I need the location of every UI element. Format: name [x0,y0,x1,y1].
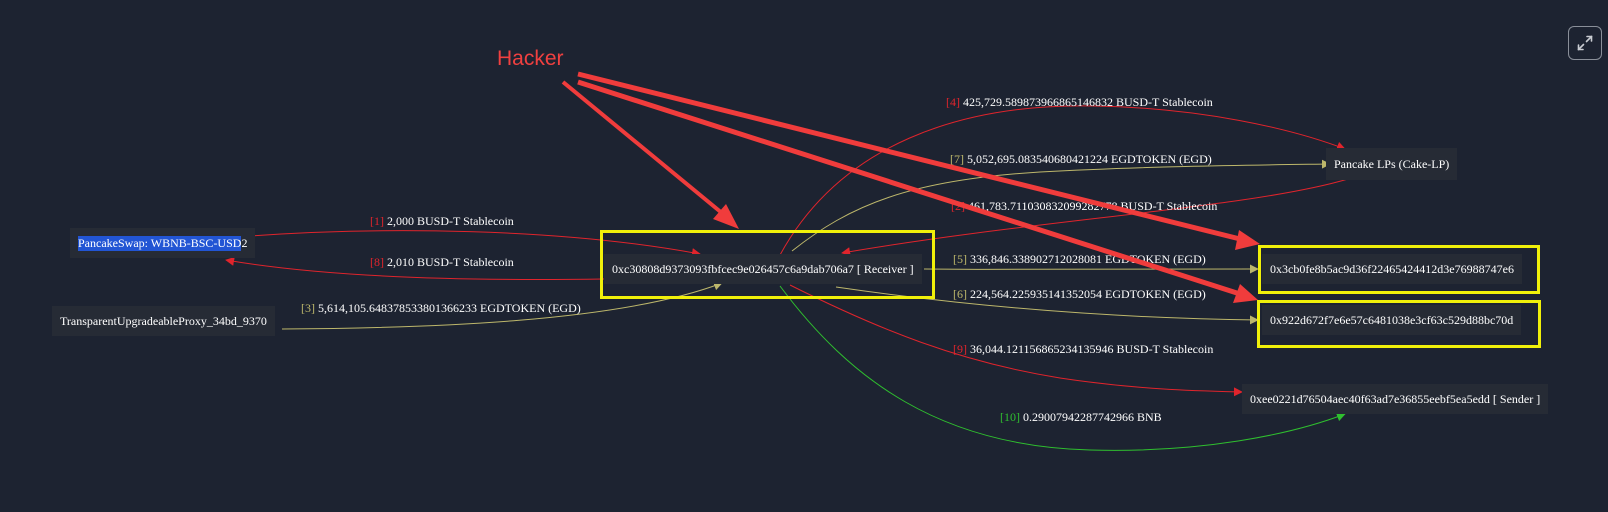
edge-label-9: [9] 36,044.121156865234135946 BUSD-T Sta… [953,342,1213,356]
addr-922d-highlight-box [1257,300,1541,348]
edge-index-10: [10] [1000,410,1020,424]
edge-line-7 [791,159,1331,252]
receiver-highlight-box [600,230,935,299]
node-pancakeswap[interactable]: PancakeSwap: WBNB-BSC-USD 2 [70,228,256,258]
edge-amount-8: 2,010 BUSD-T Stablecoin [387,255,514,269]
node-pancakeswap-suffix: 2 [241,235,248,250]
edge-label-5: [5] 336,846.338902712028081 EGDTOKEN (EG… [953,252,1206,266]
node-addr-922d[interactable]: 0x922d672f7e6e57c6481038e3cf63c529d88bc7… [1262,305,1522,335]
edge-index-1: [1] [370,214,384,228]
edge-label-1: [1] 2,000 BUSD-T Stablecoin [370,214,514,228]
edge-amount-1: 2,000 BUSD-T Stablecoin [387,214,514,228]
expand-icon [1577,35,1593,51]
expand-button[interactable] [1568,26,1602,60]
edge-index-5: [5] [953,252,967,266]
edge-label-10: [10] 0.29007942287742966 BNB [1000,410,1162,424]
edge-line-4 [779,105,1346,256]
edge-amount-7: 5,052,695.083540680421224 EGDTOKEN (EGD) [967,152,1212,166]
node-pancakeswap-highlight: PancakeSwap: WBNB-BSC-USD [78,235,242,251]
node-addr-3cb0-label: 0x3cb0fe8b5ac9d36f22465424412d3e76988747… [1270,261,1514,276]
node-addr-3cb0[interactable]: 0x3cb0fe8b5ac9d36f22465424412d3e76988747… [1262,254,1522,284]
edge-amount-2: 461,783.711030832099282778 BUSD-T Stable… [968,199,1217,213]
addr-3cb0-highlight-box [1258,245,1540,294]
edge-amount-3: 5,614,105.648378533801366233 EGDTOKEN (E… [318,301,581,315]
hacker-annotation: Hacker [497,47,564,70]
edge-line-1 [235,230,701,257]
node-pancake-lps[interactable]: Pancake LPs (Cake-LP) [1326,148,1458,180]
node-pancake-lps-label: Pancake LPs (Cake-LP) [1334,156,1450,171]
edge-amount-10: 0.29007942287742966 BNB [1023,410,1162,424]
edge-label-7: [7] 5,052,695.083540680421224 EGDTOKEN (… [950,152,1212,166]
node-proxy[interactable]: TransparentUpgradeableProxy_34bd_9370 [52,306,275,336]
edge-index-4: [4] [946,95,960,109]
edge-label-8: [8] 2,010 BUSD-T Stablecoin [370,255,514,269]
edge-amount-6: 224,564.225935141352054 EGDTOKEN (EGD) [970,287,1206,301]
edge-amount-5: 336,846.338902712028081 EGDTOKEN (EGD) [970,252,1206,266]
edge-label-4: [4] 425,729.589873966865146832 BUSD-T St… [946,95,1213,109]
node-proxy-label: TransparentUpgradeableProxy_34bd_9370 [60,313,267,328]
edge-amount-9: 36,044.121156865234135946 BUSD-T Stablec… [970,342,1213,356]
hacker-arrows [561,71,1260,303]
edge-index-3: [3] [301,301,315,315]
node-sender-label: 0xee0221d76504aec40f63ad7e36855eebf5ea5e… [1250,391,1541,406]
edge-index-6: [6] [953,287,967,301]
edge-label-6: [6] 224,564.225935141352054 EGDTOKEN (EG… [953,287,1206,301]
node-addr-922d-label: 0x922d672f7e6e57c6481038e3cf63c529d88bc7… [1270,312,1514,327]
edge-line-8 [225,256,605,281]
edge-line-9 [789,284,1243,397]
edge-label-3: [3] 5,614,105.648378533801366233 EGDTOKE… [301,301,581,315]
edge-index-9: [9] [953,342,967,356]
edge-line-6 [835,286,1259,325]
edge-index-7: [7] [950,152,964,166]
edge-line-10 [779,285,1346,451]
node-receiver[interactable]: 0xc30808d9373093fbfcec9e026457c6a9dab706… [604,254,922,284]
edge-index-8: [8] [370,255,384,269]
edge-amount-4: 425,729.589873966865146832 BUSD-T Stable… [963,95,1213,109]
node-sender[interactable]: 0xee0221d76504aec40f63ad7e36855eebf5ea5e… [1242,384,1549,414]
node-receiver-label: 0xc30808d9373093fbfcec9e026457c6a9dab706… [612,261,914,276]
